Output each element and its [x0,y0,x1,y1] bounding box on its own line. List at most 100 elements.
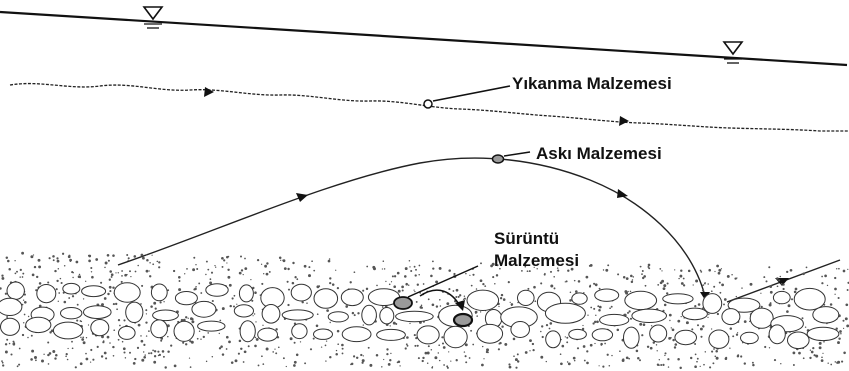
sediment-speck [376,285,378,287]
sediment-speck [443,364,445,366]
sediment-speck [22,273,24,275]
wash-load-particle [424,100,432,108]
sediment-speck [329,277,331,279]
sediment-speck [525,351,528,354]
sediment-speck [118,319,120,321]
sediment-speck [383,260,385,262]
sediment-speck [81,338,84,341]
sediment-speck [703,364,705,366]
sediment-speck [409,323,410,324]
sediment-speck [809,357,811,359]
sediment-speck [393,322,396,325]
sediment-speck [456,359,458,361]
sediment-speck [54,357,56,359]
sediment-speck [430,275,433,278]
sediment-speck [415,274,417,276]
sediment-speck [686,321,689,324]
sediment-speck [80,362,83,365]
sediment-speck [308,274,311,277]
sediment-speck [248,345,250,347]
sediment-speck [353,355,355,357]
sediment-speck [549,328,551,330]
sediment-speck [465,361,467,363]
sediment-speck [513,338,516,341]
sediment-speck [141,254,144,257]
sediment-speck [843,328,844,329]
sediment-speck [472,274,474,276]
sediment-speck [811,351,814,354]
sediment-speck [22,334,24,336]
sediment-speck [53,259,55,261]
sediment-speck [278,346,280,348]
sediment-speck [200,338,201,339]
sediment-speck [17,365,19,367]
sediment-speck [269,271,271,273]
sediment-speck [244,267,247,270]
sediment-speck [793,364,795,366]
sediment-speck [317,313,319,315]
sediment-speck [480,279,483,282]
sediment-speck [141,359,144,362]
sediment-speck [226,262,227,263]
sediment-speck [108,260,110,262]
bed-pebble [572,293,587,304]
sediment-speck [83,341,86,344]
sediment-speck [152,350,154,352]
sediment-speck [363,355,364,356]
sediment-speck [469,357,471,359]
sediment-speck [13,343,16,346]
sediment-speck [24,314,26,316]
water-level-symbol-left [144,7,162,28]
sediment-speck [203,336,205,338]
sediment-speck [647,346,649,348]
sediment-speck [397,362,399,364]
sediment-speck [72,347,74,349]
sediment-speck [221,257,224,260]
sediment-speck [482,346,483,347]
bed-pebble [624,327,640,348]
sediment-speck [562,345,565,348]
sediment-speck [768,266,770,268]
bed-pebble [518,290,535,305]
bed-pebble [600,314,629,325]
sediment-speck [639,359,641,361]
sediment-speck [88,255,91,258]
sediment-speck [788,304,791,307]
sediment-speck [683,278,685,280]
sediment-speck [304,265,307,268]
sediment-speck [465,343,468,346]
sediment-speck [667,358,669,360]
sediment-speck [236,304,237,305]
sediment-speck [782,283,784,285]
sediment-speck [496,274,498,276]
sediment-speck [115,272,116,273]
sediment-speck [244,350,247,353]
wash-load-arrow-1 [204,87,214,97]
sediment-speck [629,310,631,312]
sediment-speck [283,259,286,262]
sediment-speck [335,270,336,271]
sediment-speck [636,350,639,353]
sediment-speck [191,320,194,323]
sediment-speck [404,275,407,278]
sediment-speck [118,272,119,273]
sediment-speck [642,277,644,279]
sediment-speck [19,276,20,277]
bed-load-arc [420,290,460,306]
sediment-speck [657,350,658,351]
sediment-speck [20,269,22,271]
suspended-load-leader [504,152,530,156]
sediment-speck [121,270,123,272]
sediment-speck [6,316,8,318]
sediment-speck [843,270,846,273]
sediment-speck [661,270,662,271]
suspended-load-arrow-1 [296,193,308,202]
sediment-speck [405,283,408,286]
sediment-speck [414,291,415,292]
sediment-speck [438,344,440,346]
sediment-speck [239,272,242,275]
sediment-speck [158,266,160,268]
sediment-speck [515,367,517,369]
sediment-speck [48,363,50,365]
sediment-speck [409,260,411,262]
